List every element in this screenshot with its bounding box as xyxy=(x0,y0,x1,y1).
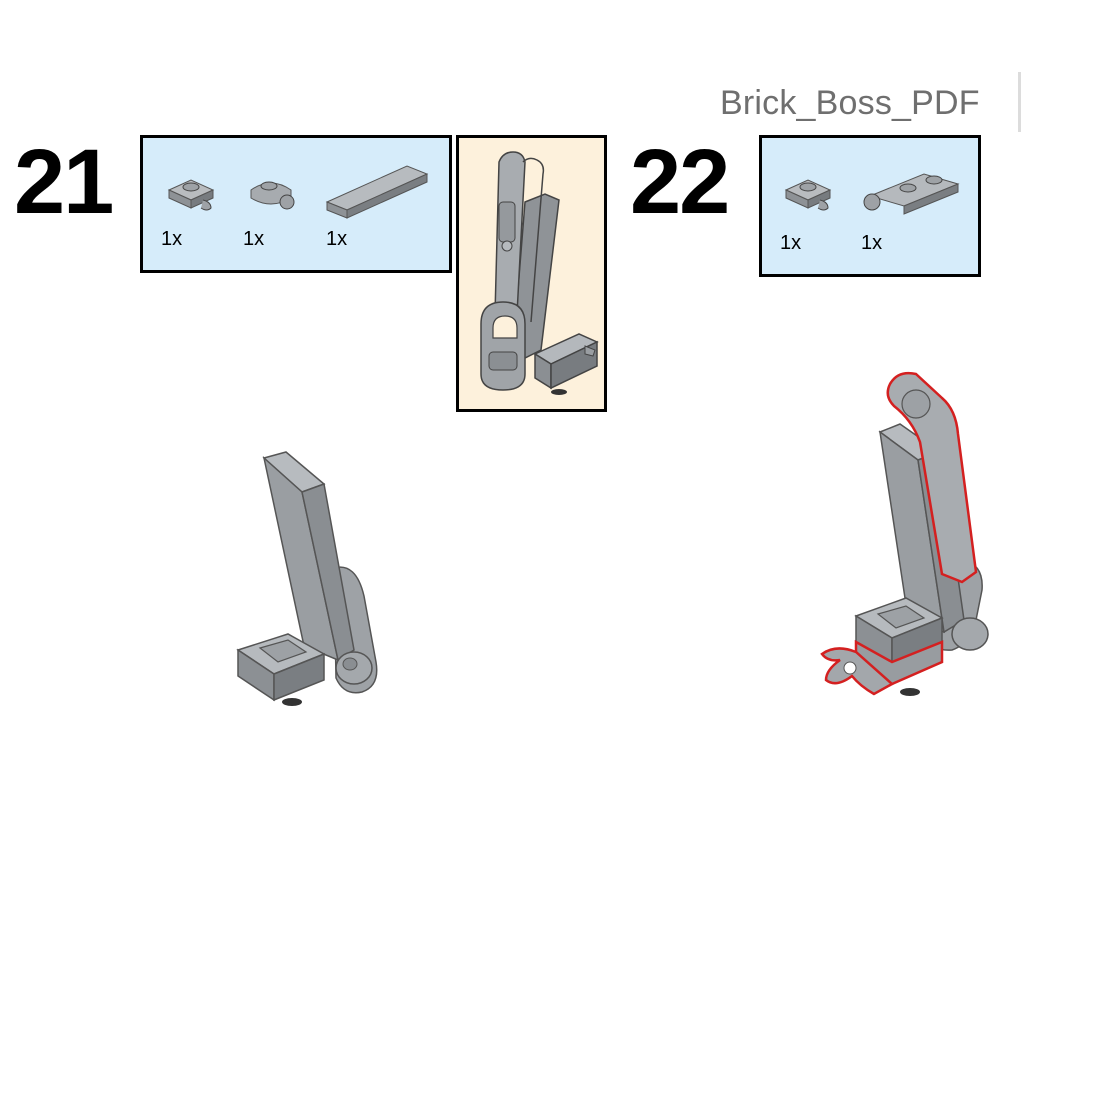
plate-1x1-clip-icon xyxy=(784,179,832,211)
part-qty: 1x xyxy=(326,228,348,250)
plate-1x1-round-clip-icon xyxy=(250,181,295,210)
part-qty: 1x xyxy=(161,228,183,250)
step-21-assembly-image xyxy=(236,451,378,706)
tile-1x4-icon xyxy=(325,165,429,219)
watermark-text: Brick_Boss_PDF xyxy=(720,84,980,122)
plate-1x1-clip-icon xyxy=(167,179,215,211)
step-21-parts-list: 1x 1x 1x xyxy=(140,135,452,273)
plate-1x2-bar-clip-icon xyxy=(863,173,960,215)
part-qty: 1x xyxy=(243,228,265,250)
step-22-parts-list: 1x 1x xyxy=(759,135,981,277)
step-22-number: 22 xyxy=(630,131,730,233)
subassembly-callout xyxy=(456,135,607,412)
step-22-assembly-image xyxy=(820,371,989,696)
part-qty: 1x xyxy=(861,232,883,254)
hinge-arm-subassembly-image xyxy=(480,151,599,395)
watermark-divider xyxy=(1018,72,1021,132)
part-qty: 1x xyxy=(780,232,802,254)
step-21-number: 21 xyxy=(14,131,114,233)
